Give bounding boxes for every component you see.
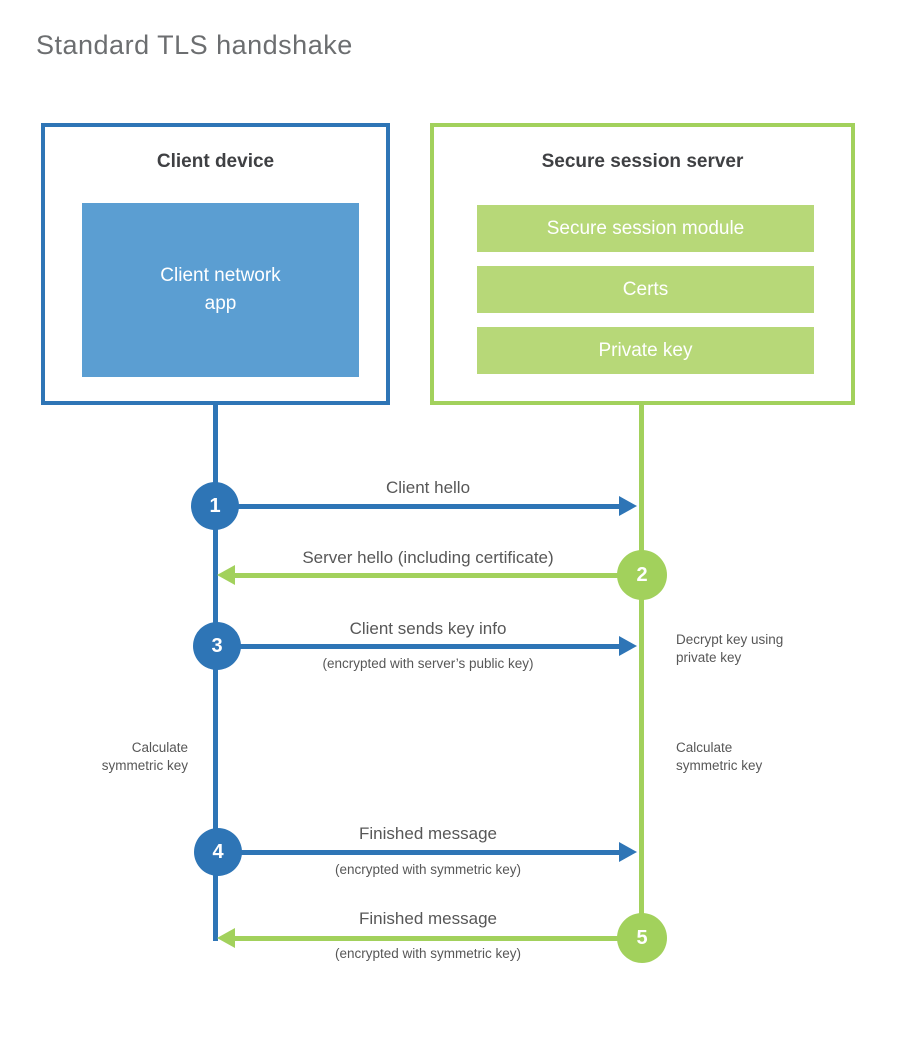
message-1-label: Client hello	[385, 478, 471, 497]
secure-session-server-title: Secure session server	[541, 151, 744, 172]
annotation-decrypt-key: Decrypt key using private key	[676, 632, 784, 665]
message-2-arrow	[235, 573, 619, 578]
message-4-arrowhead-icon	[619, 842, 637, 862]
message-2-arrowhead-icon	[217, 565, 235, 585]
message-5-arrow	[235, 936, 619, 941]
message-1-arrowhead-icon	[619, 496, 637, 516]
step-circle-3: 3	[193, 622, 241, 670]
annotation-calculate-symmetric-key-client: Calculate symmetric key	[101, 740, 188, 773]
client-lifeline	[213, 405, 218, 941]
message-1-arrow	[215, 504, 619, 509]
step-circle-4: 4	[194, 828, 242, 876]
message-3-arrow	[215, 644, 619, 649]
message-3-label: Client sends key info	[349, 619, 507, 638]
step-circle-5: 5	[617, 913, 667, 963]
message-3-arrowhead-icon	[619, 636, 637, 656]
message-4-sublabel: (encrypted with symmetric key)	[334, 862, 522, 877]
server-module-certs: Certs	[477, 266, 814, 313]
client-network-app-box: Client network app	[82, 203, 359, 377]
message-3-sublabel: (encrypted with server’s public key)	[322, 656, 534, 671]
message-2-label: Server hello (including certificate)	[302, 548, 554, 567]
message-5-arrowhead-icon	[217, 928, 235, 948]
annotation-calculate-symmetric-key-server: Calculate symmetric key	[676, 740, 763, 773]
step-circle-2: 2	[617, 550, 667, 600]
message-4-arrow	[215, 850, 619, 855]
page-title: Standard TLS handshake	[36, 30, 353, 60]
message-4-label: Finished message	[359, 824, 497, 843]
client-device-box: Client device Client network app	[41, 123, 390, 405]
message-5-sublabel: (encrypted with symmetric key)	[334, 946, 522, 961]
secure-session-server-box: Secure session server Secure session mod…	[430, 123, 855, 405]
message-5-label: Finished message	[359, 909, 497, 928]
server-module-private-key: Private key	[477, 327, 814, 374]
step-circle-1: 1	[191, 482, 239, 530]
server-module-secure-session-module: Secure session module	[477, 205, 814, 252]
client-device-title: Client device	[156, 151, 275, 172]
server-lifeline	[639, 405, 644, 917]
